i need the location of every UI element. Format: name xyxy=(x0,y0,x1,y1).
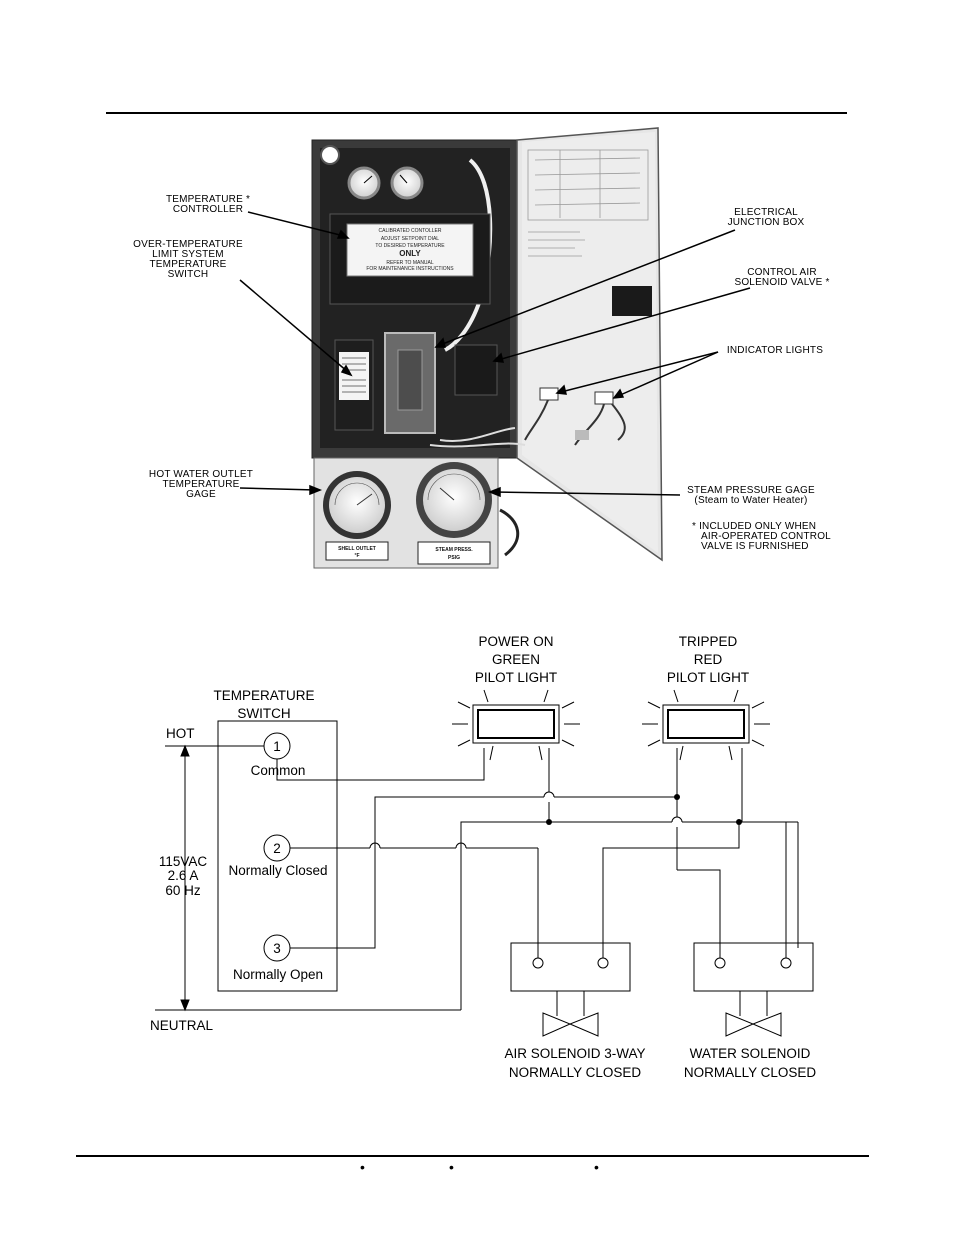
wiring-diagram: TEMPERATURE SWITCH HOT NEUTRAL 115VAC 2.… xyxy=(150,634,817,1080)
water-valve-right xyxy=(751,1012,782,1037)
callout-line: OVER-TEMPERATURE xyxy=(133,239,243,250)
supply-label: 60 Hz xyxy=(165,883,201,898)
footer-bullet: • xyxy=(594,1159,599,1175)
terminal-number: 2 xyxy=(273,841,281,856)
controller-label xyxy=(346,223,474,277)
callout-line: CONTROLLER xyxy=(172,204,244,215)
terminal-number: 3 xyxy=(273,941,281,956)
gauge-right-label-text: PSIG xyxy=(448,555,460,561)
supply-label: 2.6 A xyxy=(168,868,199,883)
callout-control-air-solenoid: CONTROL AIR SOLENOID VALVE * xyxy=(722,268,842,288)
callout-line: GAGE xyxy=(186,489,216,500)
gauge-left-label xyxy=(325,541,389,561)
callout-line: LIMIT SYSTEM xyxy=(152,249,224,260)
controller-label-line: ONLY xyxy=(399,249,421,258)
footer-rule xyxy=(76,1155,869,1157)
door-device xyxy=(612,286,652,316)
callout-line: (Steam to Water Heater) xyxy=(694,495,808,506)
callout-line: JUNCTION BOX xyxy=(727,217,805,228)
door-schematic xyxy=(527,149,649,257)
terminal-label: Normally Open xyxy=(233,967,323,982)
control-panel-photo: CALIBRATED CONTOLLER ADJUST SETPOINT DIA… xyxy=(239,127,751,569)
gauge-right-label-text: STEAM PRESS. xyxy=(435,547,473,553)
neutral-label: NEUTRAL xyxy=(150,1018,214,1033)
green-pilot-light xyxy=(472,704,560,744)
callout-line: SWITCH xyxy=(167,269,209,280)
air-valve-right xyxy=(568,1012,599,1037)
gauge-left-label-text: SHELL OUTLET xyxy=(338,546,376,552)
gauge-right-label xyxy=(417,541,491,565)
callout-line: HOT WATER OUTLET xyxy=(148,469,254,480)
gauge-left-label-text: °F xyxy=(354,553,359,559)
terminal-number: 1 xyxy=(273,739,281,754)
red-light-label: TRIPPED xyxy=(679,634,738,649)
callout-line: TEMPERATURE xyxy=(162,479,240,490)
green-light-label: PILOT LIGHT xyxy=(475,670,557,685)
green-light-label: GREEN xyxy=(492,652,540,667)
water-valve-left xyxy=(725,1012,755,1037)
callout-line: TEMPERATURE * xyxy=(165,194,251,205)
hot-label: HOT xyxy=(166,726,195,741)
footer-bullet: • xyxy=(449,1159,454,1175)
callout-line: SOLENOID VALVE * xyxy=(734,277,830,288)
air-solenoid-label: AIR SOLENOID 3-WAY xyxy=(504,1046,645,1061)
indicator-lights xyxy=(524,387,626,446)
supply-label: 115VAC xyxy=(159,854,208,869)
callout-leaders xyxy=(239,211,751,498)
green-light-label: POWER ON xyxy=(478,634,553,649)
red-light-label: PILOT LIGHT xyxy=(667,670,749,685)
callout-line: CONTROL AIR xyxy=(747,267,817,278)
water-solenoid xyxy=(693,942,814,992)
callout-hot-water-gage: HOT WATER OUTLET TEMPERATURE GAGE xyxy=(138,470,264,500)
switch-title-line: SWITCH xyxy=(237,706,290,721)
air-valve-left xyxy=(542,1012,572,1037)
switch-title-line: TEMPERATURE xyxy=(213,688,314,703)
callout-steam-pressure-gage: STEAM PRESSURE GAGE (Steam to Water Heat… xyxy=(682,486,820,506)
callout-temperature-controller: TEMPERATURE * CONTROLLER xyxy=(156,195,260,215)
callout-line: ELECTRICAL xyxy=(734,207,798,218)
red-light-label: RED xyxy=(694,652,723,667)
red-pilot-light xyxy=(662,704,750,744)
air-solenoid xyxy=(510,942,631,992)
callout-line: TEMPERATURE xyxy=(149,259,227,270)
callout-line: * INCLUDED ONLY WHEN xyxy=(692,521,817,532)
air-solenoid-label: NORMALLY CLOSED xyxy=(509,1065,642,1080)
callout-line: STEAM PRESSURE GAGE xyxy=(687,485,815,496)
callout-footnote: * INCLUDED ONLY WHEN AIR-OPERATED CONTRO… xyxy=(692,522,832,552)
controller-label-line: FOR MAINTENANCE INSTRUCTIONS xyxy=(366,266,454,272)
callout-over-temperature: OVER-TEMPERATURE LIMIT SYSTEM TEMPERATUR… xyxy=(128,240,248,280)
water-solenoid-label: NORMALLY CLOSED xyxy=(684,1065,817,1080)
temperature-switch-box xyxy=(217,720,338,992)
callout-junction-box: ELECTRICAL JUNCTION BOX xyxy=(716,208,816,228)
header-rule xyxy=(106,112,847,114)
footer-bullet: • xyxy=(360,1159,365,1175)
callout-line: VALVE IS FURNISHED xyxy=(701,541,809,552)
water-solenoid-label: WATER SOLENOID xyxy=(690,1046,811,1061)
terminal-label: Normally Closed xyxy=(228,863,327,878)
control-air-solenoid xyxy=(454,344,498,396)
controller-label-line: TO DESIRED TEMPERATURE xyxy=(375,243,445,249)
controller-label-line: REFER TO MANUAL xyxy=(386,260,434,266)
terminal-label: Common xyxy=(251,763,306,778)
callout-indicator-lights: INDICATOR LIGHTS xyxy=(726,345,824,356)
controller-label-line: CALIBRATED CONTOLLER xyxy=(379,228,442,234)
controller-label-line: ADJUST SETPOINT DIAL xyxy=(381,236,439,242)
callout-line: AIR-OPERATED CONTROL xyxy=(701,531,831,542)
